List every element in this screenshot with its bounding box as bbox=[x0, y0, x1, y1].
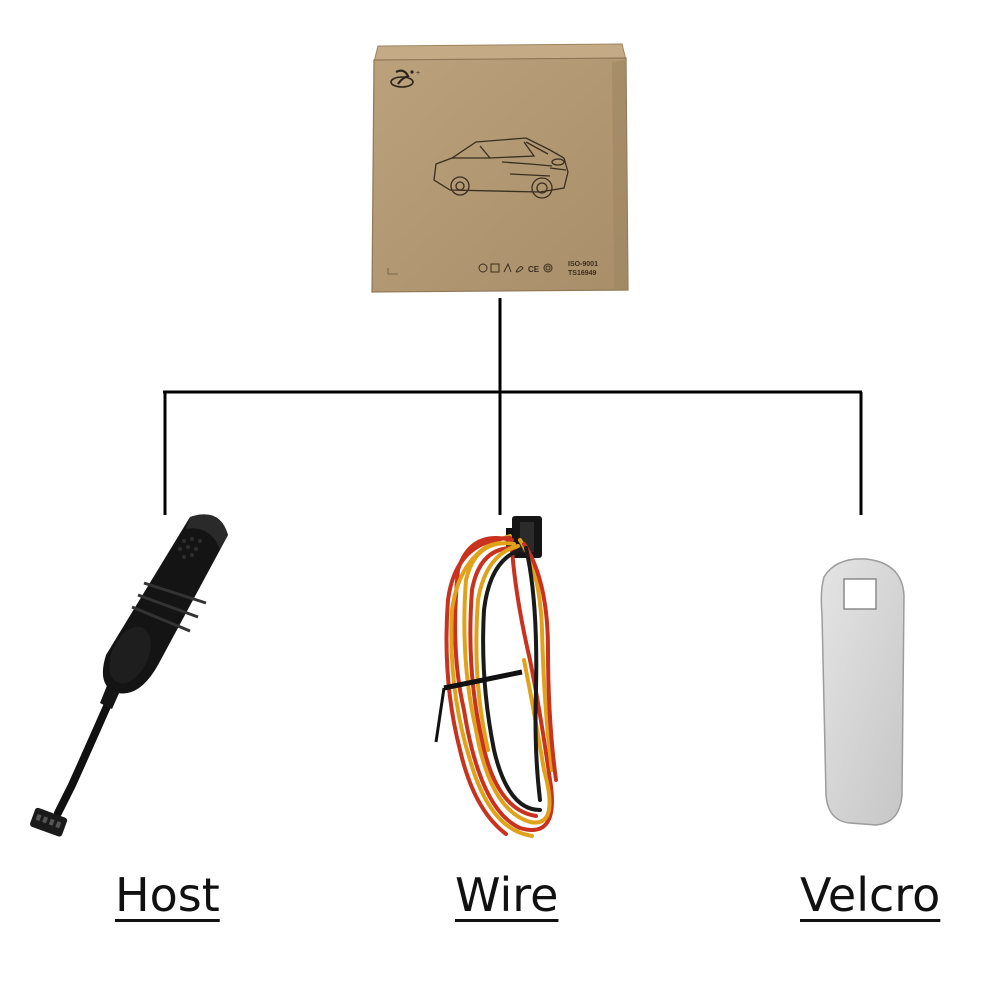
label-velcro: Velcro bbox=[800, 868, 941, 922]
package-box-image: + CE ISO-9001 TS16949 bbox=[371, 43, 629, 293]
svg-text:CE: CE bbox=[528, 265, 540, 274]
cert-text-iso: ISO-9001 bbox=[568, 261, 598, 268]
cert-text-ts: TS16949 bbox=[568, 270, 597, 277]
host-connector bbox=[30, 807, 68, 837]
label-wire: Wire bbox=[455, 868, 559, 922]
host-device-image bbox=[30, 514, 228, 837]
velcro-hole bbox=[843, 578, 877, 610]
svg-text:+: + bbox=[416, 70, 420, 77]
brand-logo-icon: + bbox=[390, 69, 420, 88]
velcro-strap-image bbox=[820, 558, 905, 826]
label-host: Host bbox=[115, 868, 220, 922]
car-outline-icon bbox=[433, 137, 569, 199]
certification-icons: CE bbox=[478, 262, 553, 274]
wire-harness-image bbox=[434, 516, 558, 838]
